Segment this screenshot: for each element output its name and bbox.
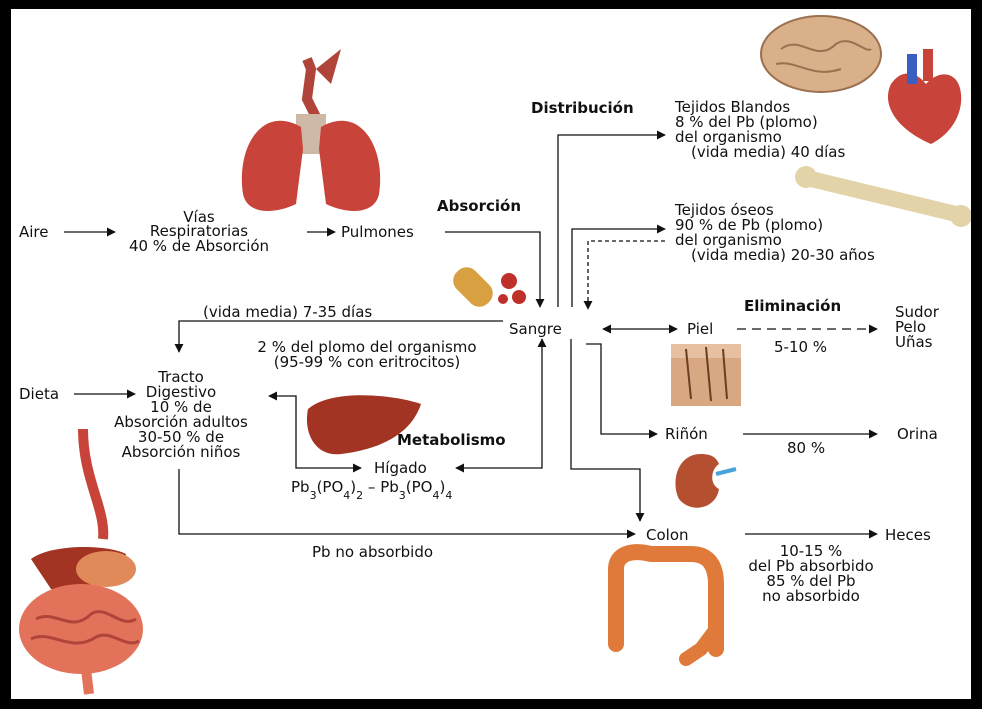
digestive-system-illustration <box>19 429 143 694</box>
arrow-sangre-colon <box>571 339 640 521</box>
lead-metabolism-diagram: Distribución Absorción Eliminación Metab… <box>11 9 971 699</box>
label-aire: Aire <box>19 223 49 241</box>
label-unas: Uñas <box>895 333 933 351</box>
lungs-illustration <box>242 49 380 211</box>
arrow-sangre-rinon <box>586 344 657 434</box>
soft-tissue-line-4: (vida media) 40 días <box>691 143 845 161</box>
digestive-line-6: Absorción niños <box>122 443 241 461</box>
heart-illustration <box>888 49 961 144</box>
header-eliminacion: Eliminación <box>744 297 841 315</box>
label-sangre: Sangre <box>509 320 562 338</box>
header-distribucion: Distribución <box>531 99 634 117</box>
header-absorcion: Absorción <box>437 197 521 215</box>
liver-formula: Pb3(PO4)2 – Pb3(PO4)4 <box>291 478 452 502</box>
kidney-illustration <box>675 454 736 508</box>
pills-illustration <box>448 262 526 311</box>
arrow-sangre-tejidos-oseos <box>572 229 665 307</box>
bone-block: Tejidos óseos 90 % de Pb (plomo) del org… <box>674 201 875 264</box>
label-piel: Piel <box>687 320 713 338</box>
label-higado: Hígado <box>374 459 427 477</box>
diagram-canvas: Distribución Absorción Eliminación Metab… <box>11 9 971 699</box>
colon-illustration <box>616 552 716 659</box>
kidney-pct: 80 % <box>787 439 825 457</box>
label-pulmones: Pulmones <box>341 223 414 241</box>
colon-block: 10-15 % del Pb absorbido 85 % del Pb no … <box>748 542 873 605</box>
arrow-oseos-sangre-dashed <box>588 241 665 309</box>
label-pb-no-absorbido: Pb no absorbido <box>312 543 433 561</box>
label-vias-3: 40 % de Absorción <box>129 237 269 255</box>
blood-line-2: (95-99 % con eritrocitos) <box>274 353 461 371</box>
label-rinon: Riñón <box>665 425 708 443</box>
bone-line-4: (vida media) 20-30 años <box>691 246 875 264</box>
soft-tissue-block: Tejidos Blandos 8 % del Pb (plomo) del o… <box>674 98 845 161</box>
blood-half-life: (vida media) 7-35 días <box>203 303 372 321</box>
label-dieta: Dieta <box>19 385 59 403</box>
skin-illustration <box>671 344 741 406</box>
arrow-sangre-tejidos-blandos <box>558 135 665 307</box>
label-orina: Orina <box>897 425 938 443</box>
digestive-block: Tracto Digestivo 10 % de Absorción adult… <box>114 368 248 461</box>
brain-illustration <box>761 16 881 92</box>
skin-pct: 5-10 % <box>774 338 827 356</box>
header-metabolismo: Metabolismo <box>397 431 506 449</box>
colon-line-4: no absorbido <box>762 587 860 605</box>
label-heces: Heces <box>885 526 931 544</box>
label-colon: Colon <box>646 526 689 544</box>
